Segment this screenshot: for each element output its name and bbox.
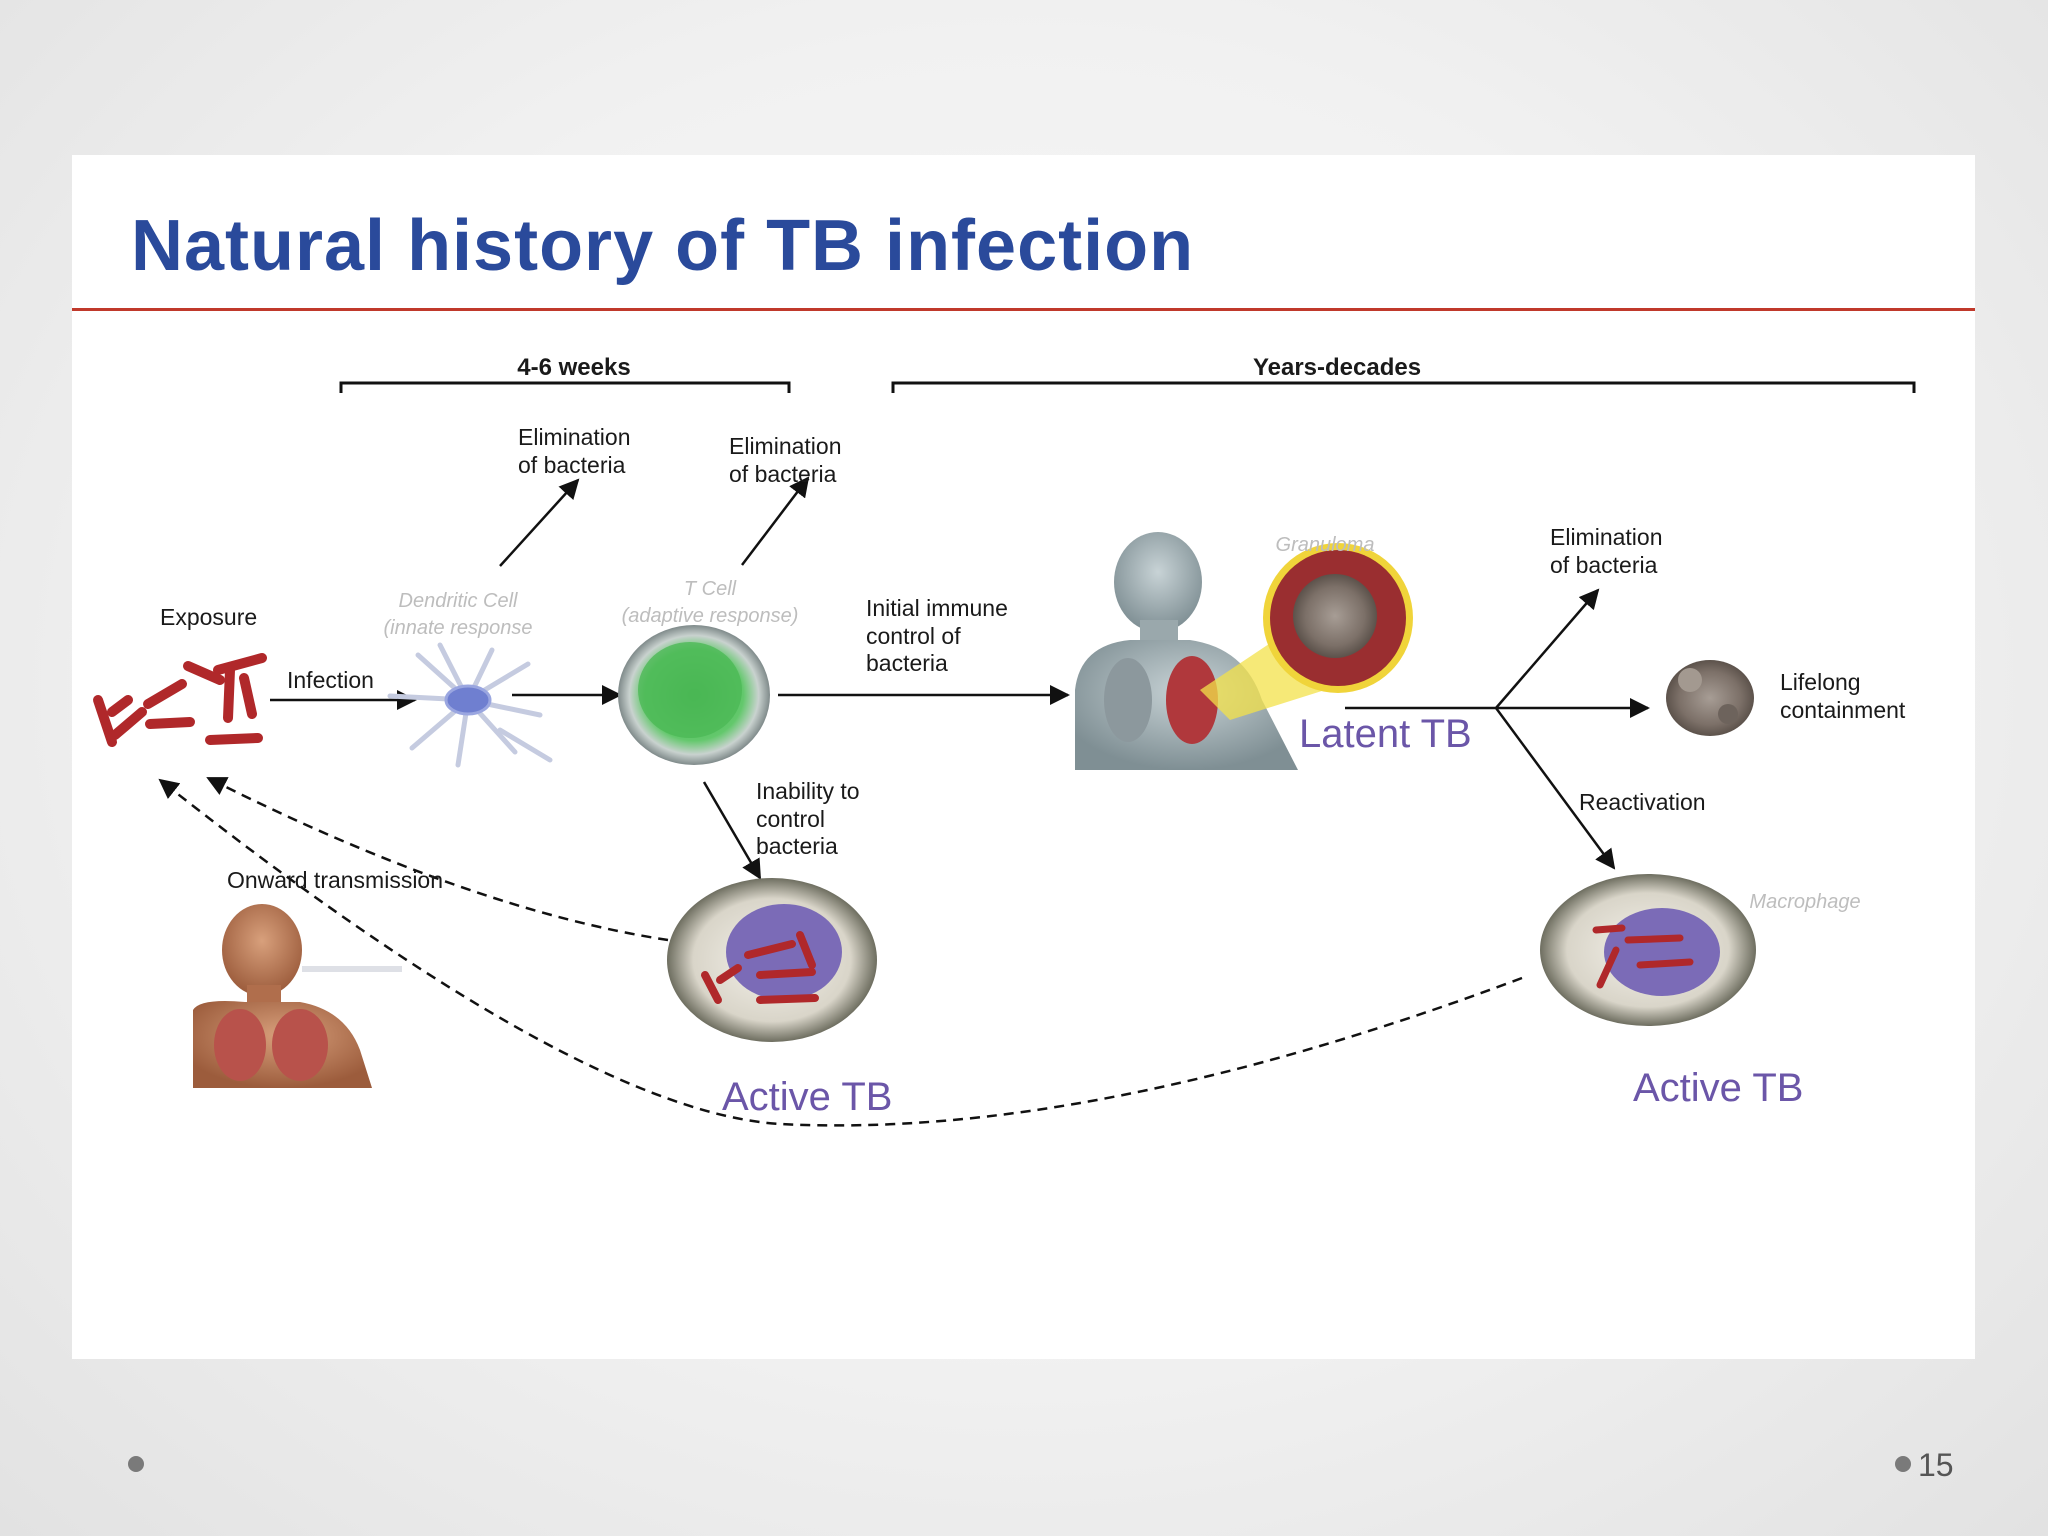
coughing-person-icon bbox=[193, 904, 402, 1088]
dendritic-cell-icon bbox=[387, 642, 553, 768]
reactivated-macrophage-icon bbox=[1540, 874, 1756, 1026]
bullet-right bbox=[1895, 1456, 1911, 1472]
initial-control-label-2: control of bbox=[866, 623, 961, 649]
page-number: 15 bbox=[1918, 1447, 1954, 1483]
lifelong-label-1: Lifelong bbox=[1780, 669, 1861, 695]
macrophage-label: Macrophage bbox=[1749, 891, 1860, 913]
elimination-innate-label-2: of bacteria bbox=[518, 452, 626, 478]
bacteria-cluster-icon bbox=[93, 653, 267, 747]
elimination-adaptive-label-1: Elimination bbox=[729, 433, 842, 459]
bullet-left bbox=[128, 1456, 144, 1472]
timeline-early-label: 4-6 weeks bbox=[517, 354, 630, 381]
elimination-innate-label-1: Elimination bbox=[518, 424, 631, 450]
onward-transmission-label: Onward transmission bbox=[227, 867, 443, 893]
title-rule bbox=[72, 308, 1975, 311]
initial-control-label-3: bacteria bbox=[866, 650, 948, 676]
inability-label-2: control bbox=[756, 806, 825, 832]
dendritic-cell-label-1: Dendritic Cell bbox=[399, 590, 518, 612]
infection-label: Infection bbox=[287, 667, 374, 693]
granuloma-icon bbox=[1263, 543, 1413, 693]
elimination-adaptive-arrow bbox=[741, 476, 810, 566]
elimination-latent-label-1: Elimination bbox=[1550, 524, 1663, 550]
granuloma-label: Granuloma bbox=[1276, 534, 1375, 556]
reactivation-label: Reactivation bbox=[1579, 789, 1706, 815]
t-cell-label-2: (adaptive response) bbox=[622, 605, 799, 627]
t-cell-label-1: T Cell bbox=[684, 578, 737, 600]
inability-label-3: bacteria bbox=[756, 833, 838, 859]
inability-arrow bbox=[702, 781, 762, 880]
human-torso-lungs-icon bbox=[1075, 532, 1325, 770]
timeline-late-label: Years-decades bbox=[1253, 354, 1421, 381]
spacer bbox=[500, 479, 578, 489]
elimination-adaptive-label-2: of bacteria bbox=[729, 461, 837, 487]
slide-panel bbox=[72, 155, 1975, 1359]
infected-macrophage-icon bbox=[667, 878, 877, 1042]
inability-label-1: Inability to bbox=[756, 778, 860, 804]
onward-transmission-early-arrow bbox=[206, 776, 669, 942]
reactivation-arrow bbox=[1494, 707, 1616, 870]
contained-granuloma-icon bbox=[1666, 660, 1754, 736]
timeline-bracket-late bbox=[891, 381, 1916, 393]
exposure-label: Exposure bbox=[160, 604, 257, 630]
elimination-latent-label-2: of bacteria bbox=[1550, 552, 1658, 578]
active-tb-early-label: Active TB bbox=[722, 1075, 892, 1119]
timeline-bracket-early bbox=[339, 381, 791, 393]
latent-tb-label: Latent TB bbox=[1299, 712, 1472, 756]
initial-control-label-1: Initial immune bbox=[866, 595, 1008, 621]
t-cell-icon bbox=[618, 625, 770, 765]
dendritic-cell-label-2: (innate response bbox=[384, 617, 533, 639]
elimination-latent-arrow bbox=[1495, 588, 1600, 709]
active-tb-late-label: Active TB bbox=[1633, 1066, 1803, 1110]
onward-transmission-late-arrow bbox=[158, 778, 1523, 1127]
slide-title: Natural history of TB infection bbox=[131, 206, 1195, 286]
elimination-innate-arrow bbox=[499, 478, 580, 567]
lifelong-label-2: containment bbox=[1780, 697, 1906, 723]
